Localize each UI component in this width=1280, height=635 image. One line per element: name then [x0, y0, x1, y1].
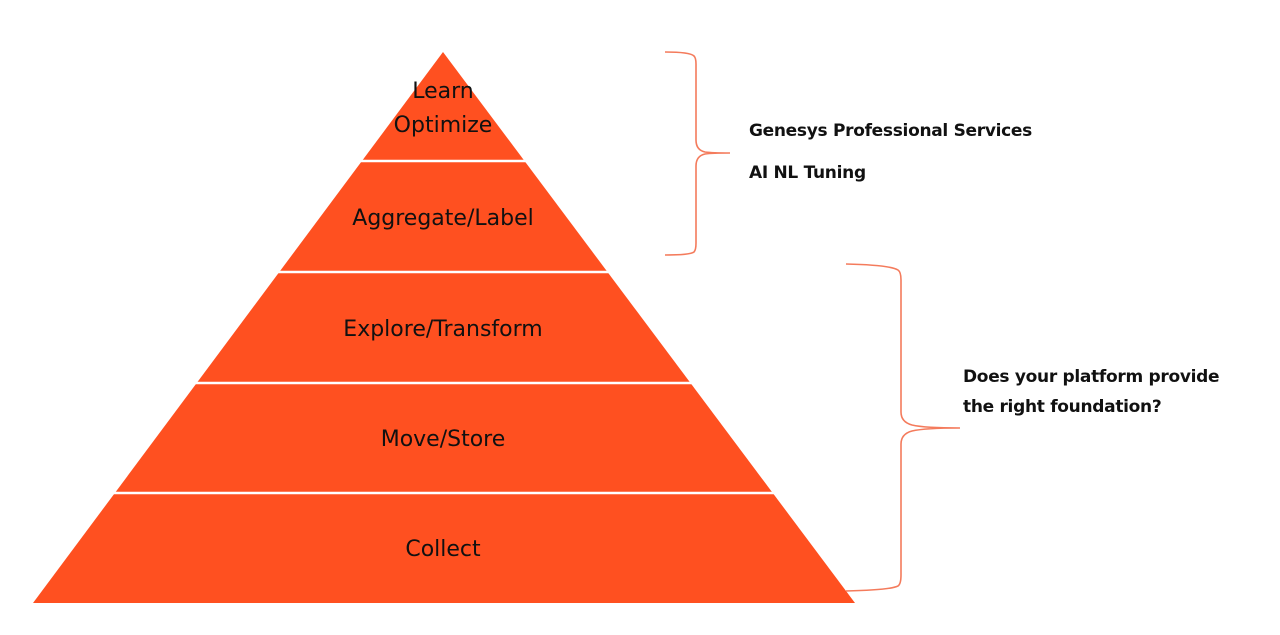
top-brace-icon: [664, 51, 731, 256]
tier-move-store-label: Move/Store: [381, 427, 506, 452]
tier-optimize-label: Optimize: [394, 113, 493, 138]
tier-collect-label: Collect: [405, 537, 481, 562]
foundation-question-line1: Does your platform provide: [963, 367, 1220, 387]
ai-nl-tuning-label: AI NL Tuning: [749, 163, 866, 183]
foundation-question-line2: the right foundation?: [963, 397, 1162, 417]
tier-explore-label: Explore/Transform: [343, 317, 542, 342]
professional-services-label: Genesys Professional Services: [749, 121, 1032, 141]
tier-learn-label: Learn: [412, 79, 474, 104]
tier-aggregate-label: Aggregate/Label: [352, 206, 533, 231]
bottom-brace-icon: [845, 263, 961, 592]
bottom-annotation: Does your platform provide the right fou…: [963, 364, 1220, 420]
pyramid-shape: [33, 52, 855, 603]
top-annotation: Genesys Professional Services AI NL Tuni…: [749, 118, 1032, 186]
